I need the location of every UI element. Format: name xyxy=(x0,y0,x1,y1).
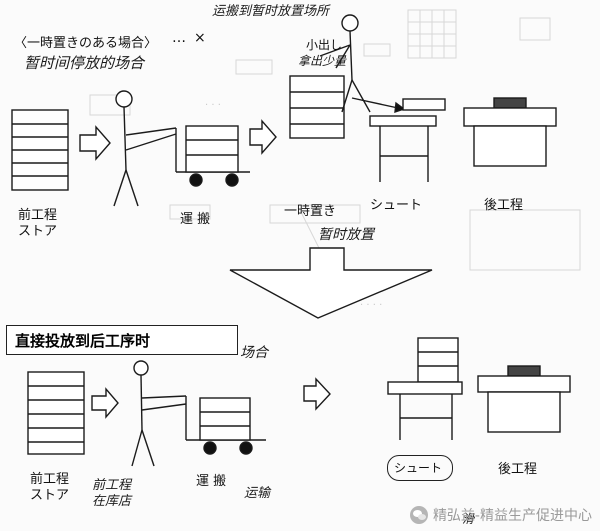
chute-bottom-note: 滑 xyxy=(462,512,475,526)
store-label-bottom: 前工程 ストア xyxy=(30,472,70,503)
chute-label-bottom: シュート xyxy=(394,461,443,475)
more-icon[interactable]: … xyxy=(172,30,186,46)
next-label-top: 後工程 xyxy=(484,198,524,213)
next-label-bottom: 後工程 xyxy=(498,462,538,477)
store-note: 前工程 在库店 xyxy=(92,478,132,509)
pickup-note: 小出し xyxy=(306,38,343,52)
chute-table-top xyxy=(369,98,446,182)
transport-label-bottom: 運 搬 xyxy=(196,474,227,489)
store-stack-top xyxy=(11,109,69,191)
flow-arrow-2 xyxy=(249,119,277,155)
chute-label-top: シュート xyxy=(370,198,423,213)
case-heading-note: 暂时间停放的场合 xyxy=(24,54,145,72)
wechat-icon xyxy=(409,506,428,524)
transport-label-top: 運 搬 xyxy=(180,212,211,227)
next-process-bottom xyxy=(477,365,571,433)
next-process-top xyxy=(463,97,557,167)
case-heading: 〈一時置きのある場合〉 xyxy=(14,36,158,51)
worker-cart-top xyxy=(113,90,250,207)
watermark-text: 精弘益-精益生产促进中心 xyxy=(432,508,592,524)
worker-top-right xyxy=(319,14,371,113)
flow-arrow-4 xyxy=(303,377,331,411)
transport-note: 运输 xyxy=(244,486,271,501)
direct-feed-caption: 直接投放到后工序时 xyxy=(6,325,238,355)
top-edge-note: 运搬到暂时放置场所 xyxy=(212,4,330,19)
store-stack-bottom xyxy=(27,371,85,455)
watermark: 精弘益-精益生产促进中心 xyxy=(409,505,592,525)
close-icon[interactable]: × xyxy=(194,30,206,46)
ghost-shapes xyxy=(89,9,581,271)
big-down-arrow xyxy=(229,247,433,319)
flow-arrow-3 xyxy=(91,387,119,419)
chute-table-bottom xyxy=(387,337,463,440)
transfer-arrow xyxy=(351,97,406,114)
temp-label: 一時置き xyxy=(284,204,337,219)
ghost-text: · · · · xyxy=(360,300,383,311)
chute-highlight-circle xyxy=(387,455,453,481)
pickup-note-2: 拿出少量 xyxy=(298,54,347,68)
arrow-note: 暂时放置 xyxy=(318,227,374,243)
worker-cart-bottom xyxy=(131,360,266,467)
flow-arrow-1 xyxy=(79,125,111,161)
temp-stack xyxy=(289,75,345,139)
store-label-top: 前工程 ストア xyxy=(18,208,58,239)
bottom-case-note: 场合 xyxy=(240,345,268,361)
ghost-text: · · · xyxy=(205,100,221,111)
